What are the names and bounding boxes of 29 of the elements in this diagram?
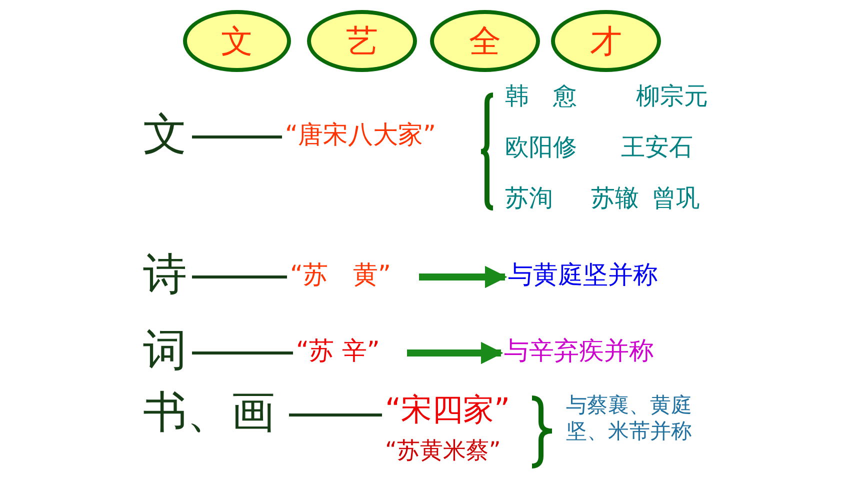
quoted-term: “苏 黄” [290,258,418,292]
arrow [407,342,504,364]
heading-character: 书、画 [143,386,288,440]
heading-character: 诗 [143,248,191,302]
connector-line [192,136,282,138]
title-ellipse: 文 [183,10,291,72]
author-name: 欧阳修 [505,133,577,162]
title-ellipse: 全 [430,10,540,72]
author-name: 王安石 [621,133,693,162]
connector-line [192,352,293,354]
comparison-text: 与辛弃疾并称 [504,334,684,368]
author-name: 柳宗元 [636,82,708,111]
quoted-term: “苏 辛” [296,334,406,368]
title-ellipse: 艺 [307,10,417,72]
comparison-text: 与黄庭坚并称 [508,258,688,292]
quoted-term: “唐宋八大家” [285,118,480,152]
quoted-term: “苏黄米蔡” [385,438,501,466]
heading-character: 文 [143,108,191,162]
author-name: 曾巩 [652,184,700,213]
title-ellipse: 才 [551,10,661,72]
author-name: 苏辙 [591,184,639,213]
connector-line [192,276,287,278]
connector-line [289,414,382,416]
arrow [419,266,508,288]
author-name: 韩 愈 [505,82,577,111]
heading-character: 词 [143,324,191,378]
quoted-term: “宋四家” [385,390,535,430]
author-name: 苏洵 [505,184,553,213]
comparison-text: 与蔡襄、黄庭坚、米芾并称 [566,392,693,444]
